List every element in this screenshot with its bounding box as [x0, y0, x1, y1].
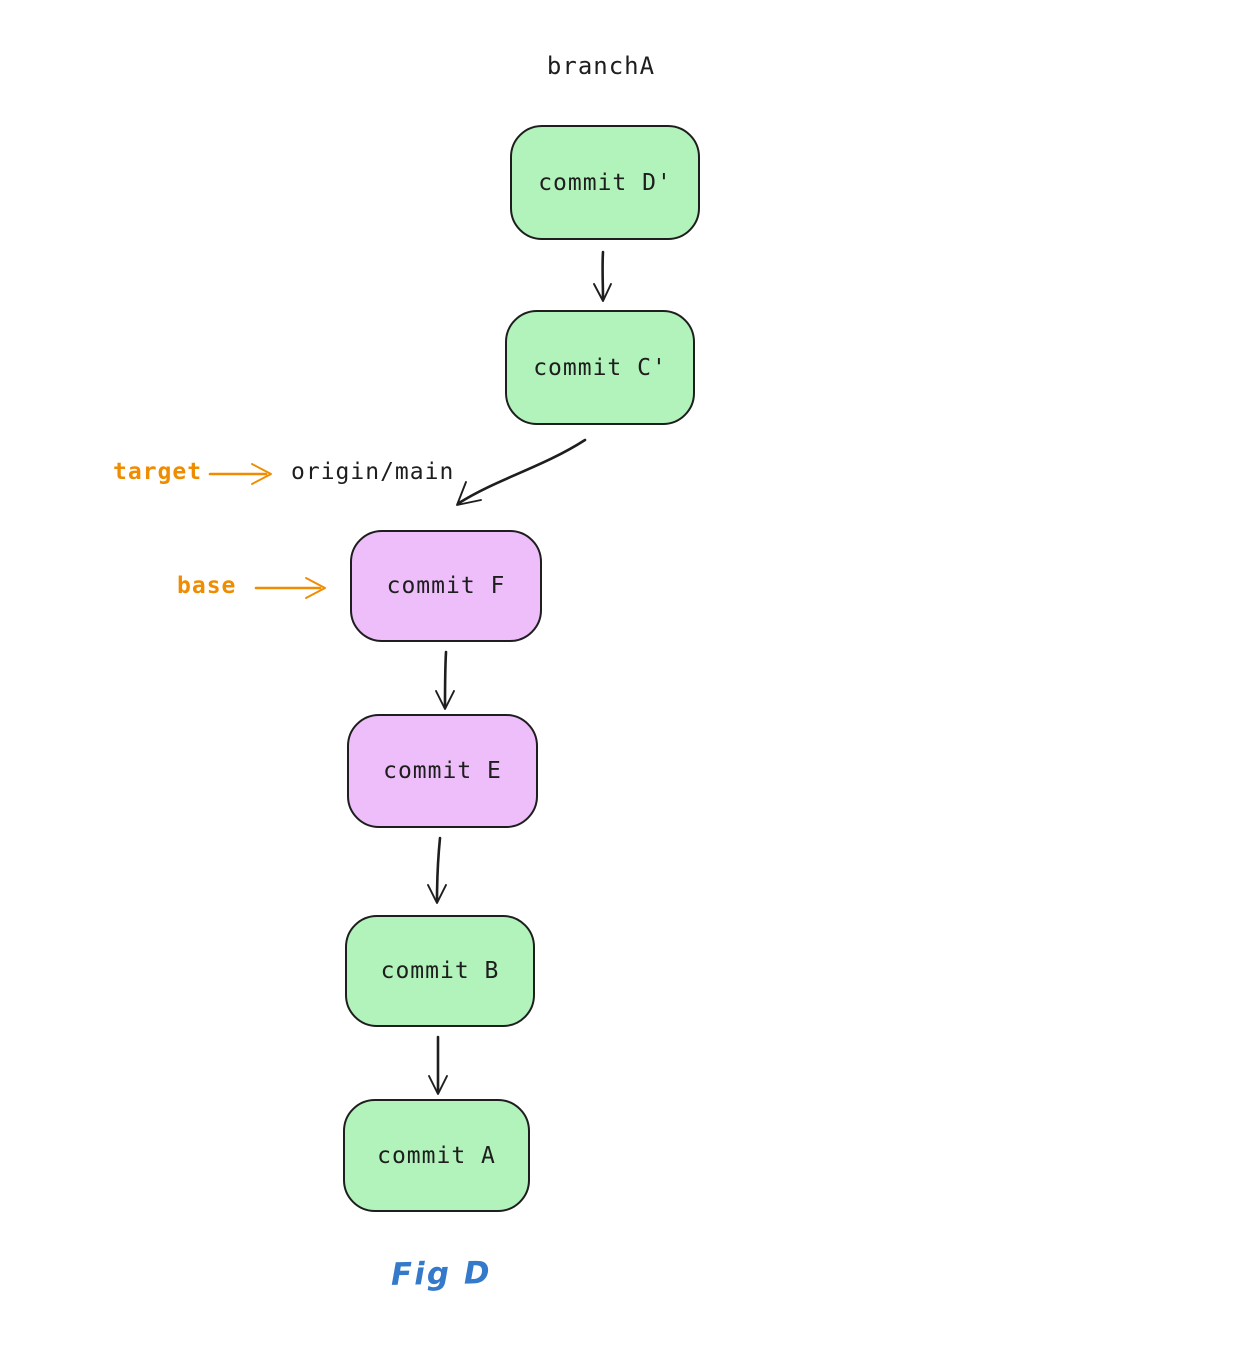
commit-node-e: commit E — [347, 714, 538, 828]
base-label: base — [177, 573, 237, 599]
commit-node-b: commit B — [345, 915, 535, 1027]
target-label: target — [113, 459, 203, 485]
commit-node-label: commit C' — [533, 354, 667, 381]
arrow-cprime-to-f — [456, 438, 587, 506]
base-arrow — [254, 577, 326, 599]
arrow-e-to-b — [427, 836, 447, 904]
origin-main-label: origin/main — [291, 459, 455, 485]
target-arrow — [208, 463, 272, 485]
figure-caption: Fig D — [390, 1255, 492, 1293]
commit-node-label: commit F — [386, 573, 506, 599]
commit-node-a: commit A — [343, 1099, 530, 1212]
commit-node-label: commit A — [377, 1142, 496, 1169]
commit-node-c-prime: commit C' — [505, 310, 695, 425]
commit-node-label: commit E — [383, 758, 502, 784]
arrow-b-to-a — [428, 1035, 448, 1095]
commit-node-label: commit B — [380, 958, 500, 984]
commit-node-f: commit F — [350, 530, 542, 642]
arrow-f-to-e — [435, 650, 455, 710]
commit-node-label: commit D' — [538, 169, 672, 196]
commit-node-d-prime: commit D' — [510, 125, 700, 240]
branch-label: branchA — [546, 52, 656, 80]
arrow-dprime-to-cprime — [593, 250, 612, 302]
